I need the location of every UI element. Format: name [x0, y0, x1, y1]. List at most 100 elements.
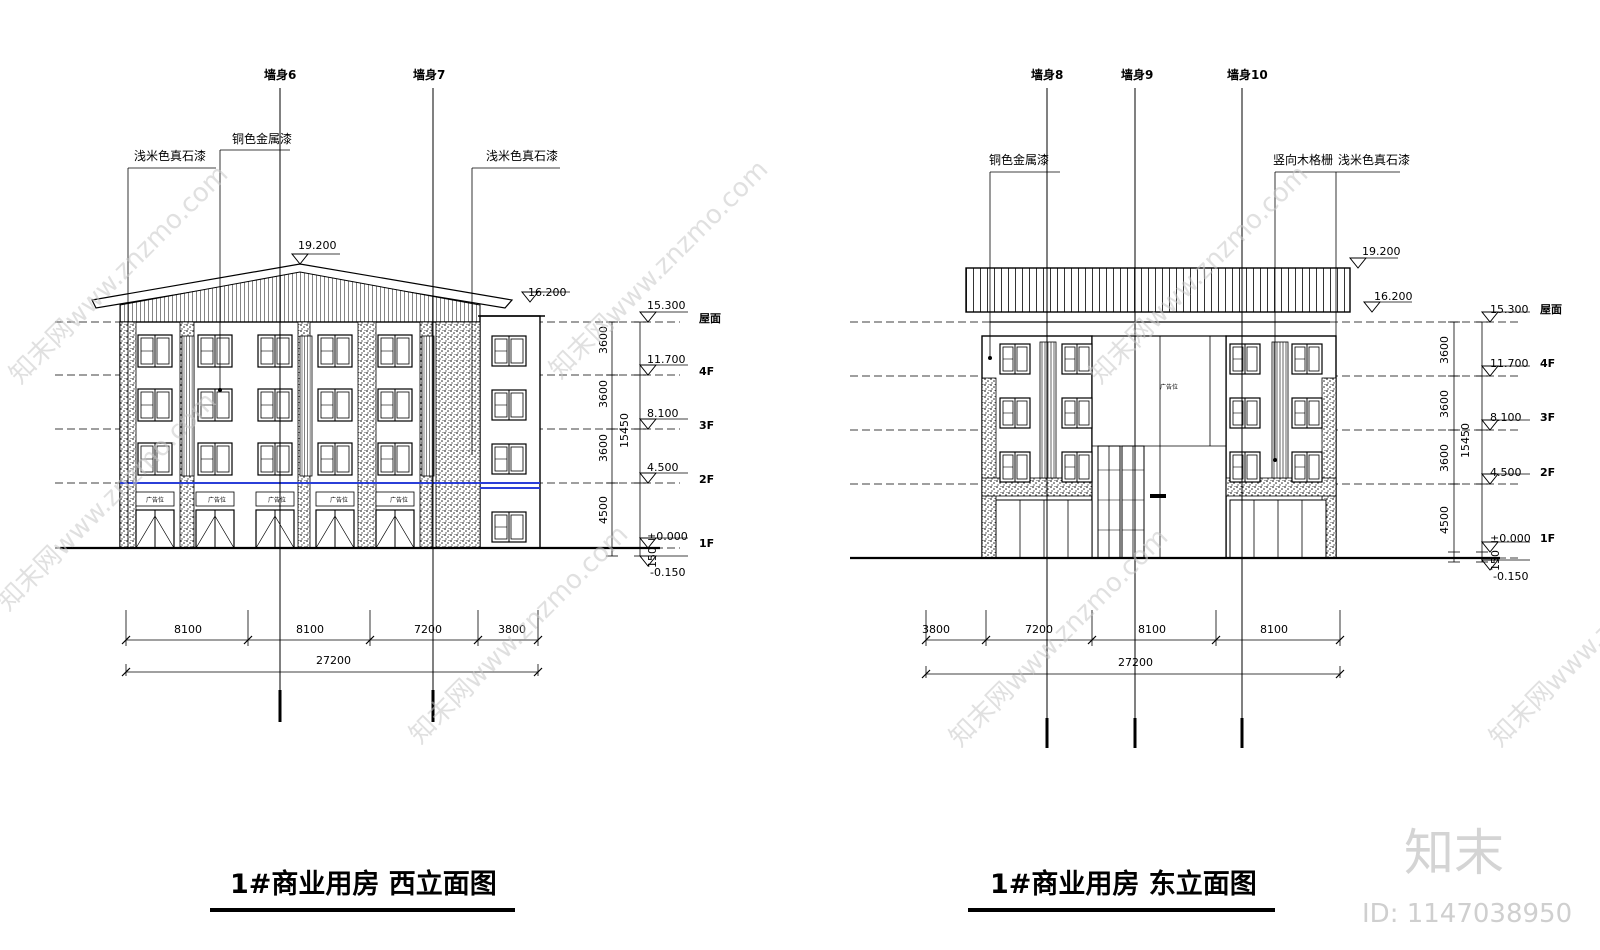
window-sash	[276, 337, 290, 365]
level-label-eave: 16.200	[1374, 290, 1413, 303]
wall-tag: 墙身9	[1121, 67, 1153, 82]
window-sash	[156, 445, 170, 473]
ad-board	[315, 491, 355, 507]
window-sash	[510, 392, 524, 418]
leader-dot	[1273, 458, 1277, 462]
level-triangle	[638, 364, 658, 376]
level-label-roof: 15.300	[1490, 303, 1529, 316]
level-triangle	[638, 418, 658, 430]
dim-tick	[981, 635, 991, 645]
wall-tag: 墙身10	[1227, 67, 1268, 82]
vertical-dim: 3600	[1438, 336, 1451, 364]
ad-board	[375, 491, 415, 507]
level-label-4f: 11.700	[647, 353, 686, 366]
vertical-dim: 3600	[597, 326, 610, 354]
metal-fin	[299, 335, 313, 477]
vertical-dim-total: 15450	[618, 413, 631, 448]
dim-tick	[1335, 635, 1345, 645]
leader-dot	[218, 388, 222, 392]
window-sash	[1308, 400, 1320, 426]
leader-dot	[988, 356, 992, 360]
window-sash	[1308, 454, 1320, 480]
door-swing	[274, 515, 295, 549]
material-note: 浅米色真石漆	[134, 149, 206, 163]
vertical-dim: 3600	[1438, 444, 1451, 472]
level-triangle	[1362, 301, 1382, 313]
door-swing	[334, 515, 355, 549]
dim-tick	[533, 635, 543, 645]
floor-tag: 4F	[699, 365, 714, 378]
metal-fin	[421, 335, 435, 477]
dim-tick	[1087, 635, 1097, 645]
level-label-ground: -0.150	[1493, 570, 1528, 583]
level-label-ridge: 19.200	[298, 239, 337, 252]
ad-label: 广告位	[390, 496, 408, 504]
dim-tick	[365, 635, 375, 645]
level-label-ground: -0.150	[650, 566, 685, 579]
floor-tag: 4F	[1540, 357, 1555, 370]
window-sash	[336, 391, 350, 419]
level-label-roof: 15.300	[647, 299, 686, 312]
window-sash	[1016, 346, 1028, 372]
vertical-dim: 4500	[1438, 506, 1451, 534]
level-label-2f: 4.500	[1490, 466, 1522, 479]
door-swing	[214, 515, 235, 549]
vertical-dim: 3600	[597, 434, 610, 462]
level-label-3f: 8.100	[647, 407, 679, 420]
gable-panel	[119, 271, 481, 323]
door-swing	[375, 515, 396, 549]
floor-tag: 3F	[699, 419, 714, 432]
brand-logo: 知末	[1404, 824, 1504, 882]
window-sash	[276, 445, 290, 473]
floor-tag: 1F	[1540, 532, 1555, 545]
door-swing	[255, 515, 276, 549]
dim-tick	[121, 667, 131, 677]
watermark: 知末网www.znzmo.com	[544, 154, 775, 385]
window-sash	[510, 514, 524, 540]
material-note: 浅米色真石漆	[1338, 153, 1410, 167]
window-sash	[1246, 346, 1258, 372]
window-sash	[1078, 346, 1090, 372]
stone-pier	[357, 321, 377, 549]
window-sash	[276, 391, 290, 419]
stone-pier	[981, 377, 997, 559]
ad-board	[195, 491, 235, 507]
vertical-dim: 3600	[1438, 390, 1451, 418]
ad-label: 广告位	[1160, 383, 1178, 391]
east-elevation: 墙身8 墙身9 墙身10 铜色金属漆 竖向木格栅 浅米色真石漆 19.200 1…	[850, 67, 1562, 912]
door-swing	[394, 515, 415, 549]
floor-tag: 2F	[699, 473, 714, 486]
vertical-dim-total: 15450	[1459, 423, 1472, 458]
level-triangle	[1348, 257, 1368, 269]
window-sash	[510, 446, 524, 472]
stone-pier	[435, 321, 481, 549]
metal-fin	[181, 335, 195, 477]
level-triangle	[290, 253, 310, 265]
vertical-dim-small: 150	[1489, 550, 1502, 571]
window-sash	[1078, 454, 1090, 480]
wall-tag: 墙身7	[413, 67, 445, 82]
window-sash	[156, 337, 170, 365]
vertical-dim: 4500	[597, 496, 610, 524]
window-sash	[216, 337, 230, 365]
ad-label: 广告位	[208, 496, 226, 504]
window-sash	[396, 391, 410, 419]
ad-label: 广告位	[268, 496, 286, 504]
floor-tag: 2F	[1540, 466, 1555, 479]
wall-tag: 墙身8	[1031, 67, 1063, 82]
door-swing	[135, 515, 156, 549]
floor-tag: 1F	[699, 537, 714, 550]
window-sash	[510, 338, 524, 364]
level-label-1f: ±0.000	[1490, 532, 1531, 545]
drawing-title: 1#商业用房 西立面图	[230, 868, 497, 900]
window-sash	[1308, 346, 1320, 372]
horizontal-dim: 8100	[1138, 623, 1166, 636]
west-elevation: 墙身6 墙身7 浅米色真石漆 铜色金属漆 浅米色真石漆 19.200 16.20…	[55, 67, 721, 912]
dim-tick	[1335, 669, 1345, 679]
dim-tick	[1211, 635, 1221, 645]
floor-tag: 屋面	[699, 312, 721, 325]
vertical-dim-small: 150	[646, 547, 659, 568]
canopy-roof	[965, 267, 1351, 313]
window-sash	[156, 391, 170, 419]
window-sash	[216, 391, 230, 419]
